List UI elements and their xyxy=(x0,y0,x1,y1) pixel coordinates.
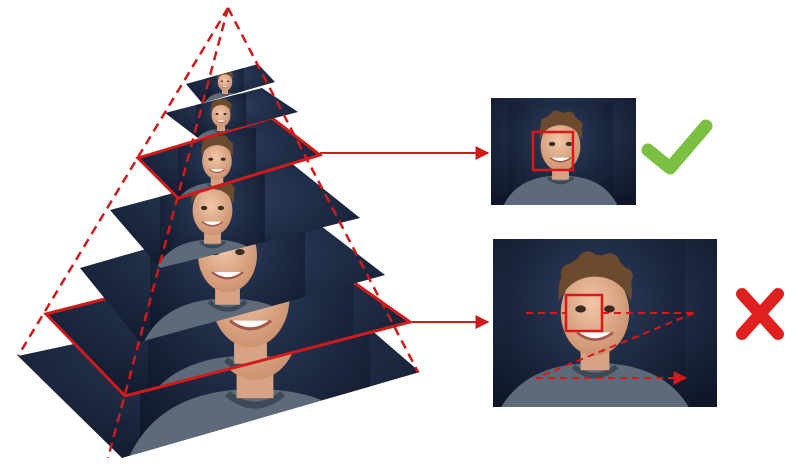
check-mark-icon xyxy=(641,119,713,175)
detection-window-match xyxy=(531,130,575,172)
result-image-match xyxy=(491,98,636,205)
cross-mark-icon xyxy=(736,288,784,340)
pyramid-outline xyxy=(16,7,420,459)
pyramid-layers xyxy=(18,64,420,458)
result-image-no-match xyxy=(493,239,717,407)
highlight-frame-level-3 xyxy=(135,116,324,200)
scan-path xyxy=(526,312,695,385)
